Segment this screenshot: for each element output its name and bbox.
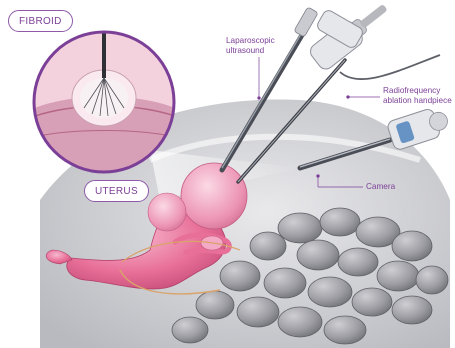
uterus-label: UTERUS (84, 180, 149, 202)
fibroid (181, 163, 247, 229)
small-fibroid (148, 193, 186, 231)
fibroid-label: FIBROID (8, 10, 73, 32)
ultrasound-callout-line2: ultrasound (226, 46, 275, 56)
camera-body (386, 104, 451, 151)
ultrasound-callout: Laparoscopic ultrasound (226, 36, 275, 56)
ultrasound-callout-line1: Laparoscopic (226, 36, 275, 46)
rf-handpiece-callout-line2: ablation handpiece (383, 96, 452, 106)
rf-cable (340, 55, 440, 79)
rf-handpiece-callout-line1: Radiofrequency (383, 86, 452, 96)
camera-callout: Camera (366, 182, 395, 192)
rf-handpiece-callout: Radiofrequency ablation handpiece (383, 86, 452, 106)
